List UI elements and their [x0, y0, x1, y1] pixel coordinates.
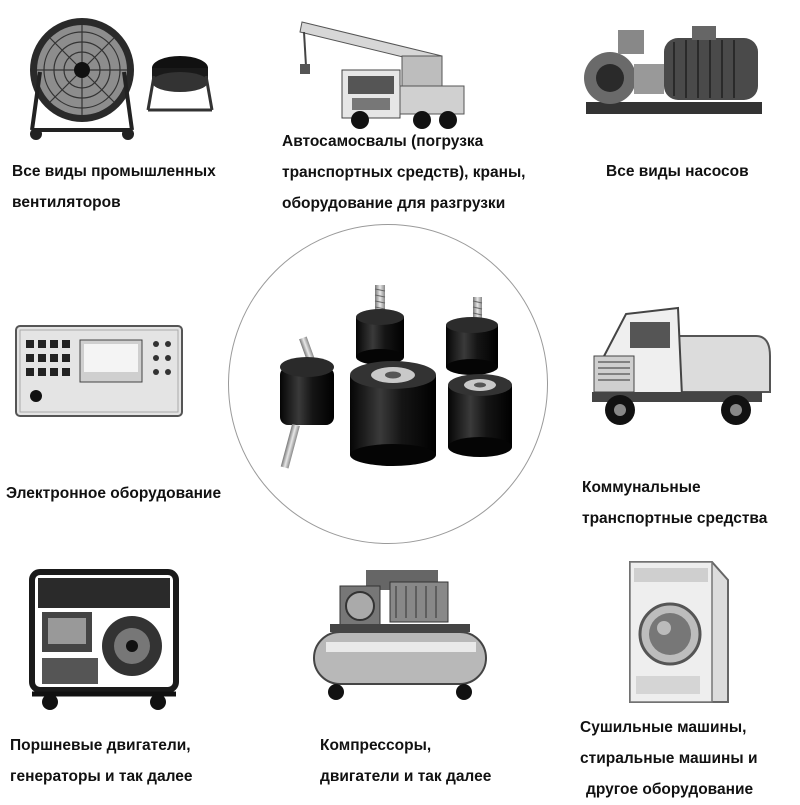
water-pump-icon: [578, 18, 770, 128]
washing-machine-icon: [616, 556, 734, 706]
truck-crane-icon: [282, 8, 472, 130]
electronic-device-icon: [10, 318, 188, 426]
caption-electronics: Электронное оборудование: [6, 485, 222, 502]
caption-generators: Поршневые двигатели,генераторы и так дал…: [10, 737, 193, 785]
rubber-vibration-mounts-icon: [268, 275, 528, 475]
industrial-fan-icon: [20, 12, 220, 142]
generator-icon: [22, 562, 186, 712]
air-compressor-icon: [306, 562, 494, 704]
tanker-truck-icon: [586, 296, 772, 434]
caption-pumps: Все виды насосов: [606, 163, 749, 180]
caption-compressors: Компрессоры,двигатели и так далее: [320, 737, 492, 785]
